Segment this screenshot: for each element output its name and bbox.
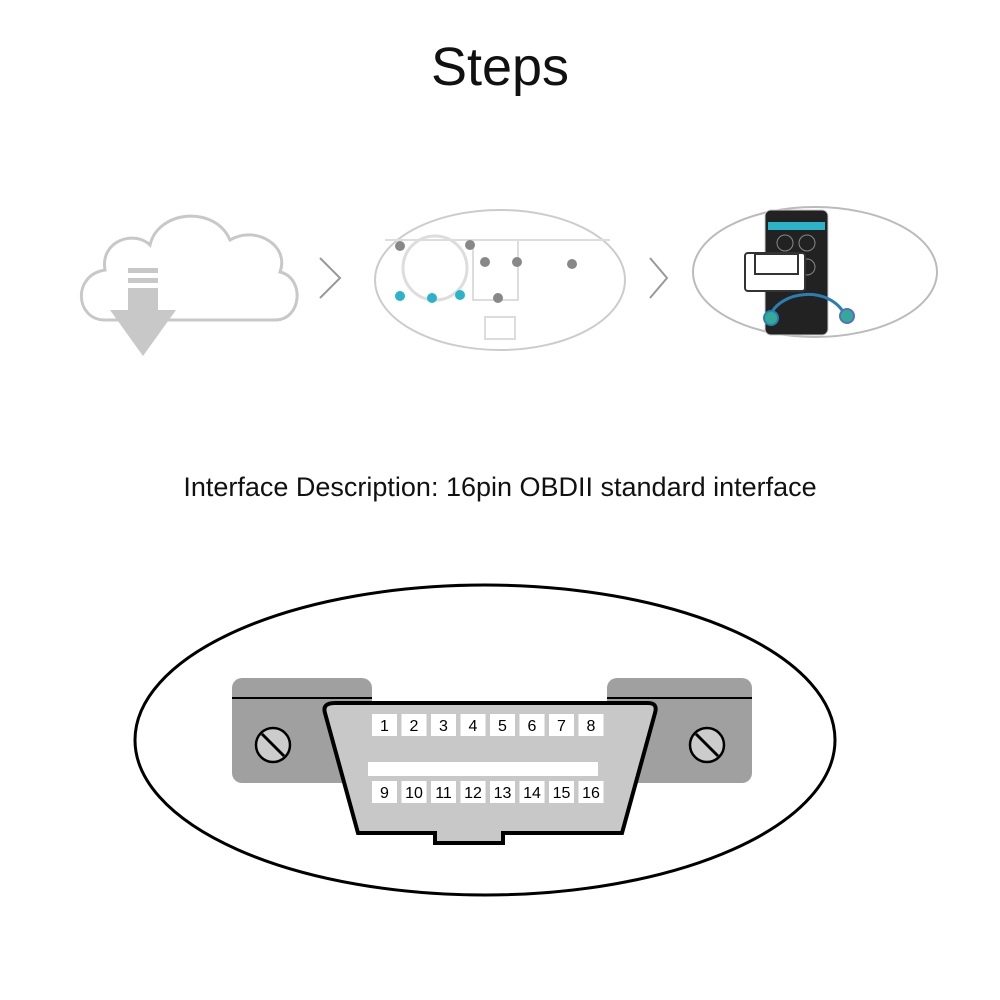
pin-box [431, 714, 456, 736]
pin-box [549, 714, 574, 736]
pin-label: 10 [405, 785, 423, 802]
pin-label: 8 [587, 718, 596, 735]
pin-label: 13 [494, 785, 512, 802]
pin-label: 9 [380, 785, 389, 802]
pin-box [519, 781, 545, 803]
car-dashboard-icon [374, 209, 626, 351]
chevron-right-icon [649, 257, 669, 299]
pin-label: 3 [439, 718, 448, 735]
pin-label: 1 [380, 718, 389, 735]
page-title: Steps [430, 37, 570, 97]
pin-box [431, 781, 456, 803]
pin-label: 5 [498, 718, 507, 735]
pin-box [372, 714, 397, 736]
pin-label: 6 [528, 718, 537, 735]
pin-box [490, 781, 515, 803]
screw-icon [254, 726, 292, 764]
pin-label: 14 [523, 785, 541, 802]
pin-box [401, 714, 427, 736]
pin-box [460, 714, 486, 736]
pin-label: 7 [557, 718, 566, 735]
pin-box [519, 714, 545, 736]
pin-box [490, 714, 515, 736]
pin-box [401, 781, 427, 803]
pin-label: 16 [582, 785, 600, 802]
pin-box [372, 781, 397, 803]
screw-icon [688, 726, 726, 764]
chevron-right-icon [319, 257, 342, 299]
interface-description: Interface Description: 16pin OBDII stand… [183, 472, 817, 502]
pin-label: 15 [553, 785, 571, 802]
obd-phone-app-icon [692, 206, 938, 338]
pin-box [578, 714, 604, 736]
pin-label: 12 [464, 785, 482, 802]
pin-box [549, 781, 574, 803]
pin-label: 11 [435, 785, 452, 802]
pin-box [578, 781, 604, 803]
pin-label: 2 [410, 718, 419, 735]
cloud-download-icon [79, 214, 299, 356]
pin-box [460, 781, 486, 803]
pin-label: 4 [469, 718, 478, 735]
